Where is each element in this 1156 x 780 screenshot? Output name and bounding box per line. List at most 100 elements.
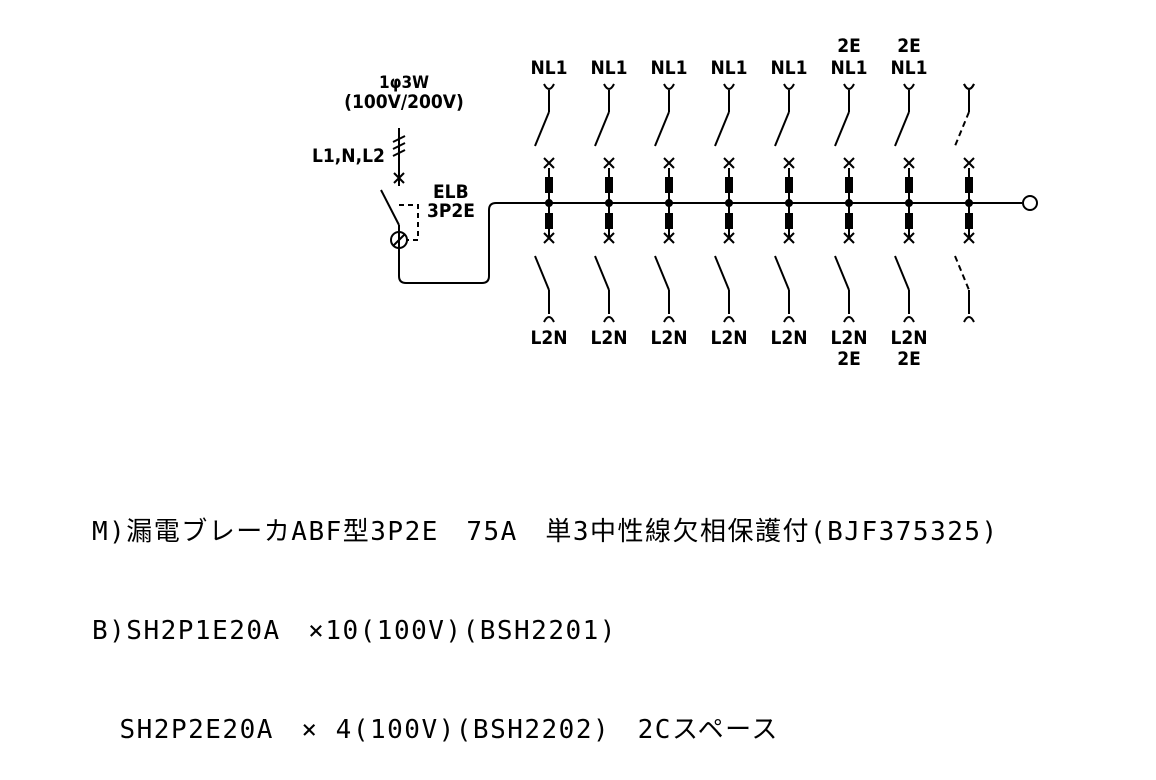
branch-top-label-2: NL1 — [830, 57, 867, 79]
supply-voltage-label: (100V/200V) — [344, 91, 464, 113]
branch-top-label-2: NL1 — [590, 57, 627, 79]
branch-circuit — [534, 83, 555, 323]
contact-block — [965, 177, 973, 193]
x-mark — [663, 157, 675, 169]
contact-block — [545, 213, 553, 229]
x-mark — [603, 157, 615, 169]
switch-blade — [894, 111, 910, 147]
branch-circuit — [894, 83, 915, 323]
x-mark — [963, 157, 975, 169]
switch-blade — [774, 111, 790, 147]
x-mark — [663, 232, 675, 244]
switch-blade — [894, 255, 910, 291]
branch-top-label-2: NL1 — [650, 57, 687, 79]
branch-circuit — [954, 83, 975, 323]
x-mark — [603, 232, 615, 244]
busbar-node — [905, 199, 913, 207]
branch-top-label-2: NL1 — [890, 57, 927, 79]
contact-block — [545, 177, 553, 193]
supply-phase-label: 1φ3W — [379, 73, 429, 93]
busbar-node — [785, 199, 793, 207]
switch-blade — [594, 111, 610, 147]
supply-tick — [392, 135, 406, 143]
note-branch-breakers-1: B)SH2P1E20A ×10(100V)(BSH2201) — [92, 616, 617, 646]
branch-bottom-label-1: L2N — [650, 327, 687, 349]
terminal-cup — [903, 316, 915, 323]
elb-dashed-link — [399, 204, 419, 241]
contact-block — [905, 177, 913, 193]
branch-circuit — [654, 83, 675, 323]
switch-blade — [654, 255, 670, 291]
terminal-cup — [543, 316, 555, 323]
terminal-cup — [603, 83, 615, 90]
branch-top-label-2: NL1 — [530, 57, 567, 79]
switch-blade — [834, 111, 850, 147]
terminal-cup — [963, 316, 975, 323]
contact-block — [845, 177, 853, 193]
note-branch-breakers-2: SH2P2E20A × 4(100V)(BSH2202) 2Cスペース — [92, 715, 779, 745]
branch-bottom-label-1: L2N — [890, 327, 927, 349]
busbar-end-terminal — [1022, 195, 1038, 211]
note-main-breaker: M)漏電ブレーカABF型3P2E 75A 単3中性線欠相保護付(BJF37532… — [92, 517, 999, 547]
terminal-cup — [903, 83, 915, 90]
contact-block — [665, 177, 673, 193]
x-mark — [843, 232, 855, 244]
elb-rating-label: 3P2E — [427, 200, 475, 222]
busbar-node — [605, 199, 613, 207]
busbar-node — [725, 199, 733, 207]
x-mark — [543, 232, 555, 244]
contact-block — [785, 213, 793, 229]
switch-blade — [834, 255, 850, 291]
contact-block — [905, 213, 913, 229]
branch-circuit — [834, 83, 855, 323]
terminal-cup — [723, 316, 735, 323]
terminal-cup — [603, 316, 615, 323]
x-mark — [843, 157, 855, 169]
elb-label: ELB — [433, 181, 469, 203]
branch-bottom-label-2: 2E — [837, 348, 861, 370]
switch-blade — [954, 255, 970, 291]
switch-blade — [714, 255, 730, 291]
terminal-cup — [783, 83, 795, 90]
terminal-cup — [663, 83, 675, 90]
contact-block — [725, 213, 733, 229]
terminal-cup — [783, 316, 795, 323]
terminal-cup — [543, 83, 555, 90]
x-mark — [903, 232, 915, 244]
switch-blade — [534, 255, 550, 291]
notes-block: M)漏電ブレーカABF型3P2E 75A 単3中性線欠相保護付(BJF37532… — [92, 450, 999, 780]
single-line-diagram: NL1L2NNL1L2NNL1L2NNL1L2NNL1L2N2ENL1L2N2E… — [312, 35, 1038, 370]
x-mark — [963, 232, 975, 244]
supply-tick — [392, 149, 406, 157]
x-mark — [723, 232, 735, 244]
x-mark — [783, 157, 795, 169]
busbar-node — [965, 199, 973, 207]
terminal-cup — [843, 316, 855, 323]
x-mark — [903, 157, 915, 169]
supply-x-mark — [393, 172, 405, 184]
contact-block — [785, 177, 793, 193]
contact-block — [965, 213, 973, 229]
x-mark — [723, 157, 735, 169]
branch-circuit — [594, 83, 615, 323]
x-mark — [783, 232, 795, 244]
switch-blade — [774, 255, 790, 291]
branch-top-label-2: NL1 — [710, 57, 747, 79]
contact-block — [665, 213, 673, 229]
branch-bottom-label-2: 2E — [897, 348, 921, 370]
branch-bottom-label-1: L2N — [770, 327, 807, 349]
switch-blade — [594, 255, 610, 291]
branch-bottom-label-1: L2N — [710, 327, 747, 349]
branch-circuit — [714, 83, 735, 323]
busbar-node — [665, 199, 673, 207]
branch-bottom-label-1: L2N — [830, 327, 867, 349]
main-feeder — [398, 202, 1022, 284]
branch-top-label-1: 2E — [897, 35, 921, 57]
busbar-node — [545, 199, 553, 207]
